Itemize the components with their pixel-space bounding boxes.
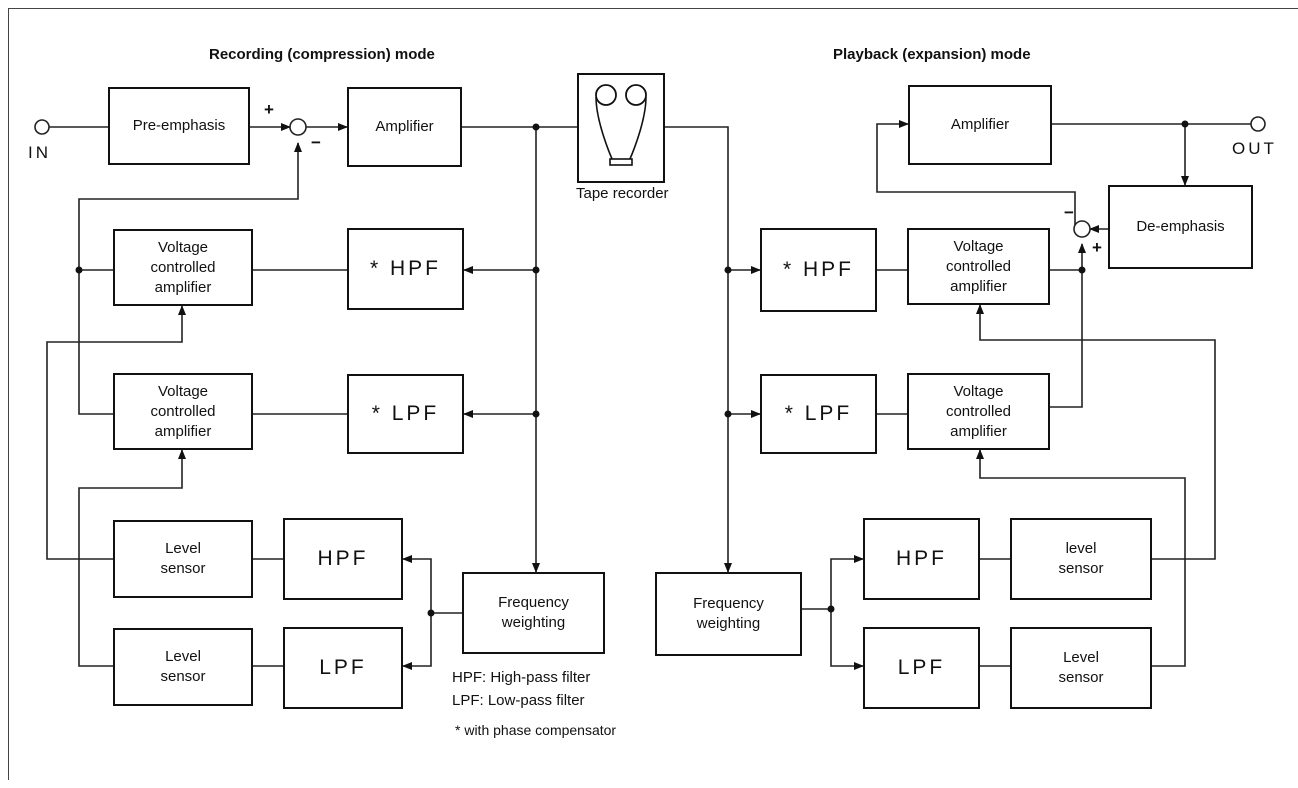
pb-vca-block-2: Voltage controlled amplifier xyxy=(907,373,1050,450)
rec-star-hpf-block: * HPF xyxy=(347,228,464,310)
pb-vca-block-1: Voltage controlled amplifier xyxy=(907,228,1050,305)
pb-lpf-block: LPF xyxy=(863,627,980,709)
pb-level-sensor-block-2: Level sensor xyxy=(1010,627,1152,709)
legend-hpf: HPF: High-pass filter xyxy=(452,669,591,686)
rec-vca-block-1: Voltage controlled amplifier xyxy=(113,229,253,306)
rec-level-sensor-block-1: Level sensor xyxy=(113,520,253,598)
tape-recorder-block xyxy=(577,73,665,183)
in-label: IN xyxy=(28,143,51,162)
pb-star-lpf-block: * LPF xyxy=(760,374,877,454)
rec-vca-block-2: Voltage controlled amplifier xyxy=(113,373,253,450)
rec-hpf-block: HPF xyxy=(283,518,403,600)
recording-title: Recording (compression) mode xyxy=(209,46,435,63)
rec-minus-sign: − xyxy=(311,133,321,152)
out-label: OUT xyxy=(1232,139,1277,158)
legend-star-note: * with phase compensator xyxy=(455,722,617,738)
pb-de-emphasis-block: De-emphasis xyxy=(1108,185,1253,269)
diagram-frame xyxy=(8,8,1298,780)
rec-star-lpf-block: * LPF xyxy=(347,374,464,454)
pb-level-sensor-block-1: level sensor xyxy=(1010,518,1152,600)
tape-recorder-label: Tape recorder xyxy=(576,185,669,202)
pb-hpf-block: HPF xyxy=(863,518,980,600)
rec-frequency-weighting-block: Frequency weighting xyxy=(462,572,605,654)
playback-title: Playback (expansion) mode xyxy=(833,46,1031,63)
rec-level-sensor-block-2: Level sensor xyxy=(113,628,253,706)
rec-lpf-block: LPF xyxy=(283,627,403,709)
pb-star-hpf-block: * HPF xyxy=(760,228,877,312)
rec-plus-sign: + xyxy=(264,100,274,119)
pb-frequency-weighting-block: Frequency weighting xyxy=(655,572,802,656)
tape-reel-icon xyxy=(595,84,647,166)
pb-amplifier-block: Amplifier xyxy=(908,85,1052,165)
rec-pre-emphasis-block: Pre-emphasis xyxy=(108,87,250,165)
rec-amplifier-block: Amplifier xyxy=(347,87,462,167)
pb-minus-sign: − xyxy=(1064,203,1074,222)
legend-lpf: LPF: Low-pass filter xyxy=(452,692,585,709)
pb-plus-sign: + xyxy=(1092,238,1102,257)
